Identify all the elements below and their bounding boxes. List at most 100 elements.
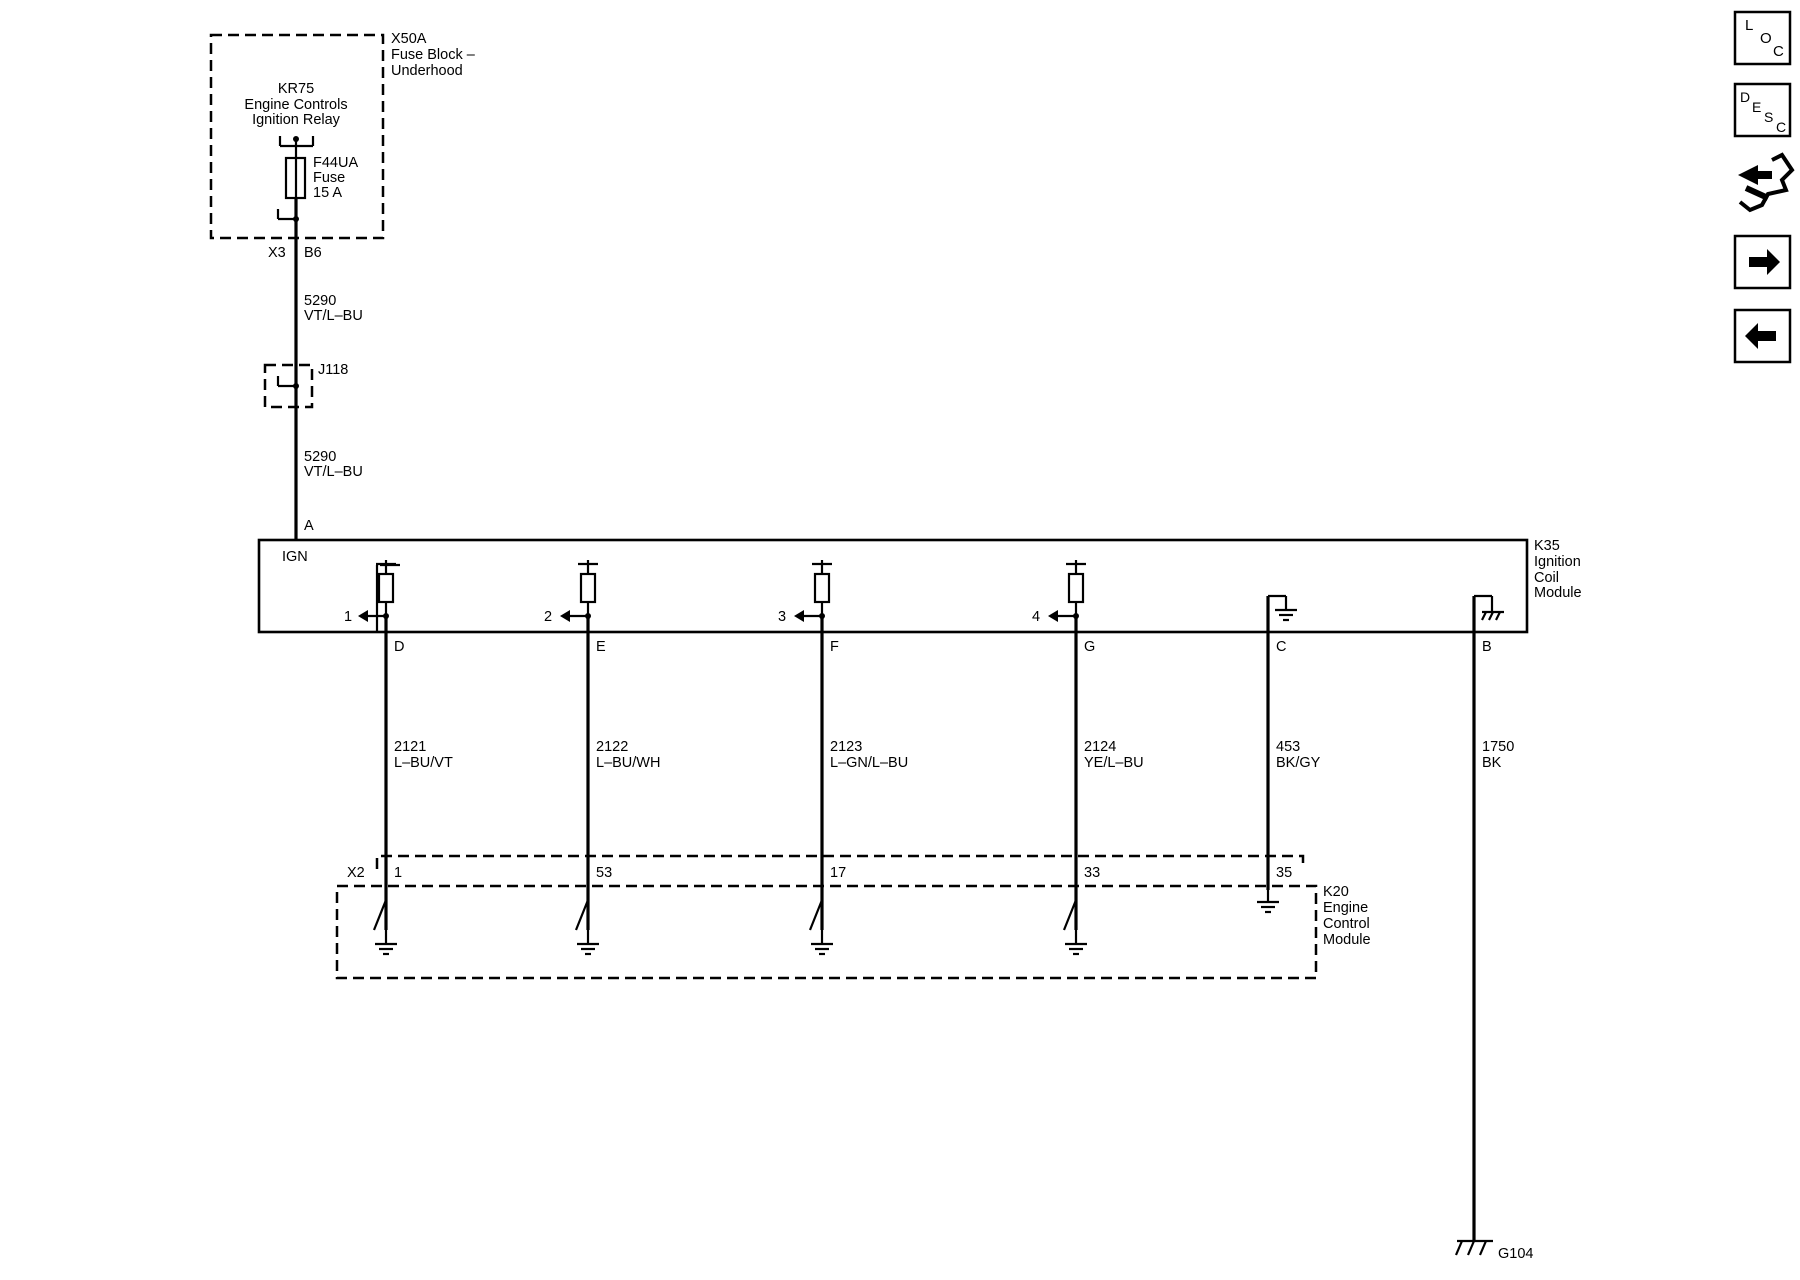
coil-4-ground-icon xyxy=(1065,930,1087,956)
fuse-block-name-line2: Underhood xyxy=(391,63,463,79)
description-icon-letter-s: S xyxy=(1764,109,1773,125)
connector-repair-icon xyxy=(1738,152,1795,213)
coil-1-driver-switch xyxy=(372,899,388,931)
g104-ground-icon xyxy=(1454,1239,1493,1256)
next-page-button[interactable] xyxy=(1733,234,1792,290)
coil-1-ground-icon xyxy=(375,930,397,956)
description-icon-letter-c: C xyxy=(1776,119,1786,135)
coil-2-circuit-number: 2122 xyxy=(596,739,628,755)
ground-wire-color: BK xyxy=(1482,755,1502,771)
coil-4-pin: G xyxy=(1084,639,1095,655)
low-ref-wire-color: BK/GY xyxy=(1276,755,1321,771)
ecm-pin-35: 35 xyxy=(1276,865,1292,881)
coil-1-circuit-number: 2121 xyxy=(394,739,426,755)
ground-circuit: B 1750 BK G104 xyxy=(1454,594,1533,1262)
coil-3-pin: F xyxy=(830,639,839,655)
engine-control-module: X2 K20 Engine Control Module xyxy=(335,854,1371,980)
ecm-pin-1: 1 xyxy=(394,865,402,881)
ecm-name-line2: Control xyxy=(1323,916,1370,932)
feed-lower-circuit: 5290 xyxy=(304,449,336,465)
coil-circuit-1: 1 D 2121 L–BU/VT 1 xyxy=(344,560,453,956)
coil-module-ign-label: IGN xyxy=(282,549,308,565)
description-button[interactable]: D E S C xyxy=(1733,82,1792,138)
coil-2-fuse-symbol xyxy=(560,560,598,622)
coil-1-pin: D xyxy=(394,639,404,655)
connector-x3-label: X3 xyxy=(268,245,286,261)
ecm-low-ref-ground-icon xyxy=(1257,890,1279,914)
ecm-connector-x2-outline xyxy=(375,854,1305,869)
relay-output-symbol xyxy=(278,136,315,158)
feed-pin-a: A xyxy=(304,518,314,534)
ecm-name-line3: Module xyxy=(1323,932,1371,948)
feed-upper-color: VT/L–BU xyxy=(304,308,363,324)
fuse-rating: 15 A xyxy=(313,185,342,201)
fuse-block-id: X50A xyxy=(391,31,427,47)
relay-name-line2: Ignition Relay xyxy=(252,112,341,128)
coil-3-fuse-symbol xyxy=(794,560,832,622)
coil-3-circuit-number: 2123 xyxy=(830,739,862,755)
splice-j118-symbol xyxy=(276,376,299,389)
coil-module-name-line1: Ignition xyxy=(1534,554,1581,570)
arrow-left-icon xyxy=(1745,323,1776,349)
coil-3-wire-color: L–GN/L–BU xyxy=(830,755,908,771)
fuse-block: X50A Fuse Block – Underhood KR75 Engine … xyxy=(209,31,476,261)
splice-j118-outline xyxy=(263,363,314,409)
splice-j118-label: J118 xyxy=(318,362,348,378)
previous-page-button[interactable] xyxy=(1733,308,1792,364)
coil-module-chassis-ground-icon xyxy=(1474,594,1504,621)
low-reference-circuit: C 453 BK/GY 35 xyxy=(1257,594,1321,914)
ecm-outline xyxy=(335,884,1318,980)
description-icon-letter-d: D xyxy=(1740,89,1750,105)
ecm-pin-33: 33 xyxy=(1084,865,1100,881)
ground-g104-label: G104 xyxy=(1498,1246,1533,1262)
location-button[interactable]: L O C xyxy=(1733,10,1792,66)
coil-circuit-4: 4 G 2124 YE/L–BU 33 xyxy=(1032,560,1144,956)
relay-id: KR75 xyxy=(278,81,314,97)
location-icon xyxy=(1733,10,1792,66)
ecm-connector-x2-label: X2 xyxy=(347,865,365,881)
low-ref-pin: C xyxy=(1276,639,1286,655)
coil-module-name-line3: Module xyxy=(1534,585,1582,601)
location-icon-letter-l: L xyxy=(1745,17,1753,34)
ecm-id: K20 xyxy=(1323,884,1349,900)
coil-module-box xyxy=(257,538,1529,634)
fuse-id: F44UA xyxy=(313,155,358,171)
ground-pin: B xyxy=(1482,639,1492,655)
feed-circuit: 5290 VT/L–BU J118 5290 VT/L–BU A xyxy=(263,245,363,540)
coil-1-wire-color: L–BU/VT xyxy=(394,755,453,771)
coil-circuit-2: 2 E 2122 L–BU/WH 53 xyxy=(544,560,660,956)
connector-repair-button[interactable] xyxy=(1738,152,1795,213)
fuse-block-name-line1: Fuse Block – xyxy=(391,47,476,63)
coil-module-id: K35 xyxy=(1534,538,1560,554)
ecm-name-line1: Engine xyxy=(1323,900,1368,916)
location-icon-letter-c: C xyxy=(1773,43,1784,60)
coil-2-cylinder: 2 xyxy=(544,609,552,625)
fuse-word: Fuse xyxy=(313,170,345,186)
arrow-right-icon xyxy=(1749,249,1780,275)
feed-upper-circuit: 5290 xyxy=(304,293,336,309)
connector-b6-pin: B6 xyxy=(304,245,322,261)
low-ref-circuit-number: 453 xyxy=(1276,739,1300,755)
coil-module-low-ref-ground-icon xyxy=(1268,594,1297,622)
ecm-pin-17: 17 xyxy=(830,865,846,881)
location-icon-letter-o: O xyxy=(1760,30,1772,47)
coil-3-driver-switch xyxy=(808,899,824,931)
feed-lower-color: VT/L–BU xyxy=(304,464,363,480)
coil-3-ground-icon xyxy=(811,930,833,956)
relay-name-line1: Engine Controls xyxy=(244,97,347,113)
ecm-pin-53: 53 xyxy=(596,865,612,881)
coil-circuit-3: 3 F 2123 L–GN/L–BU 17 xyxy=(778,560,908,956)
ignition-coil-module: IGN K35 Ignition Coil Module xyxy=(257,538,1582,634)
coil-module-name-line2: Coil xyxy=(1534,570,1559,586)
description-icon xyxy=(1733,82,1792,138)
coil-1-cylinder: 1 xyxy=(344,609,352,625)
coil-4-fuse-symbol xyxy=(1048,560,1086,622)
coil-2-ground-icon xyxy=(577,930,599,956)
coil-4-driver-switch xyxy=(1062,899,1078,931)
ground-circuit-number: 1750 xyxy=(1482,739,1514,755)
coil-2-pin: E xyxy=(596,639,606,655)
coil-4-circuit-number: 2124 xyxy=(1084,739,1116,755)
coil-4-wire-color: YE/L–BU xyxy=(1084,755,1144,771)
coil-4-cylinder: 4 xyxy=(1032,609,1040,625)
